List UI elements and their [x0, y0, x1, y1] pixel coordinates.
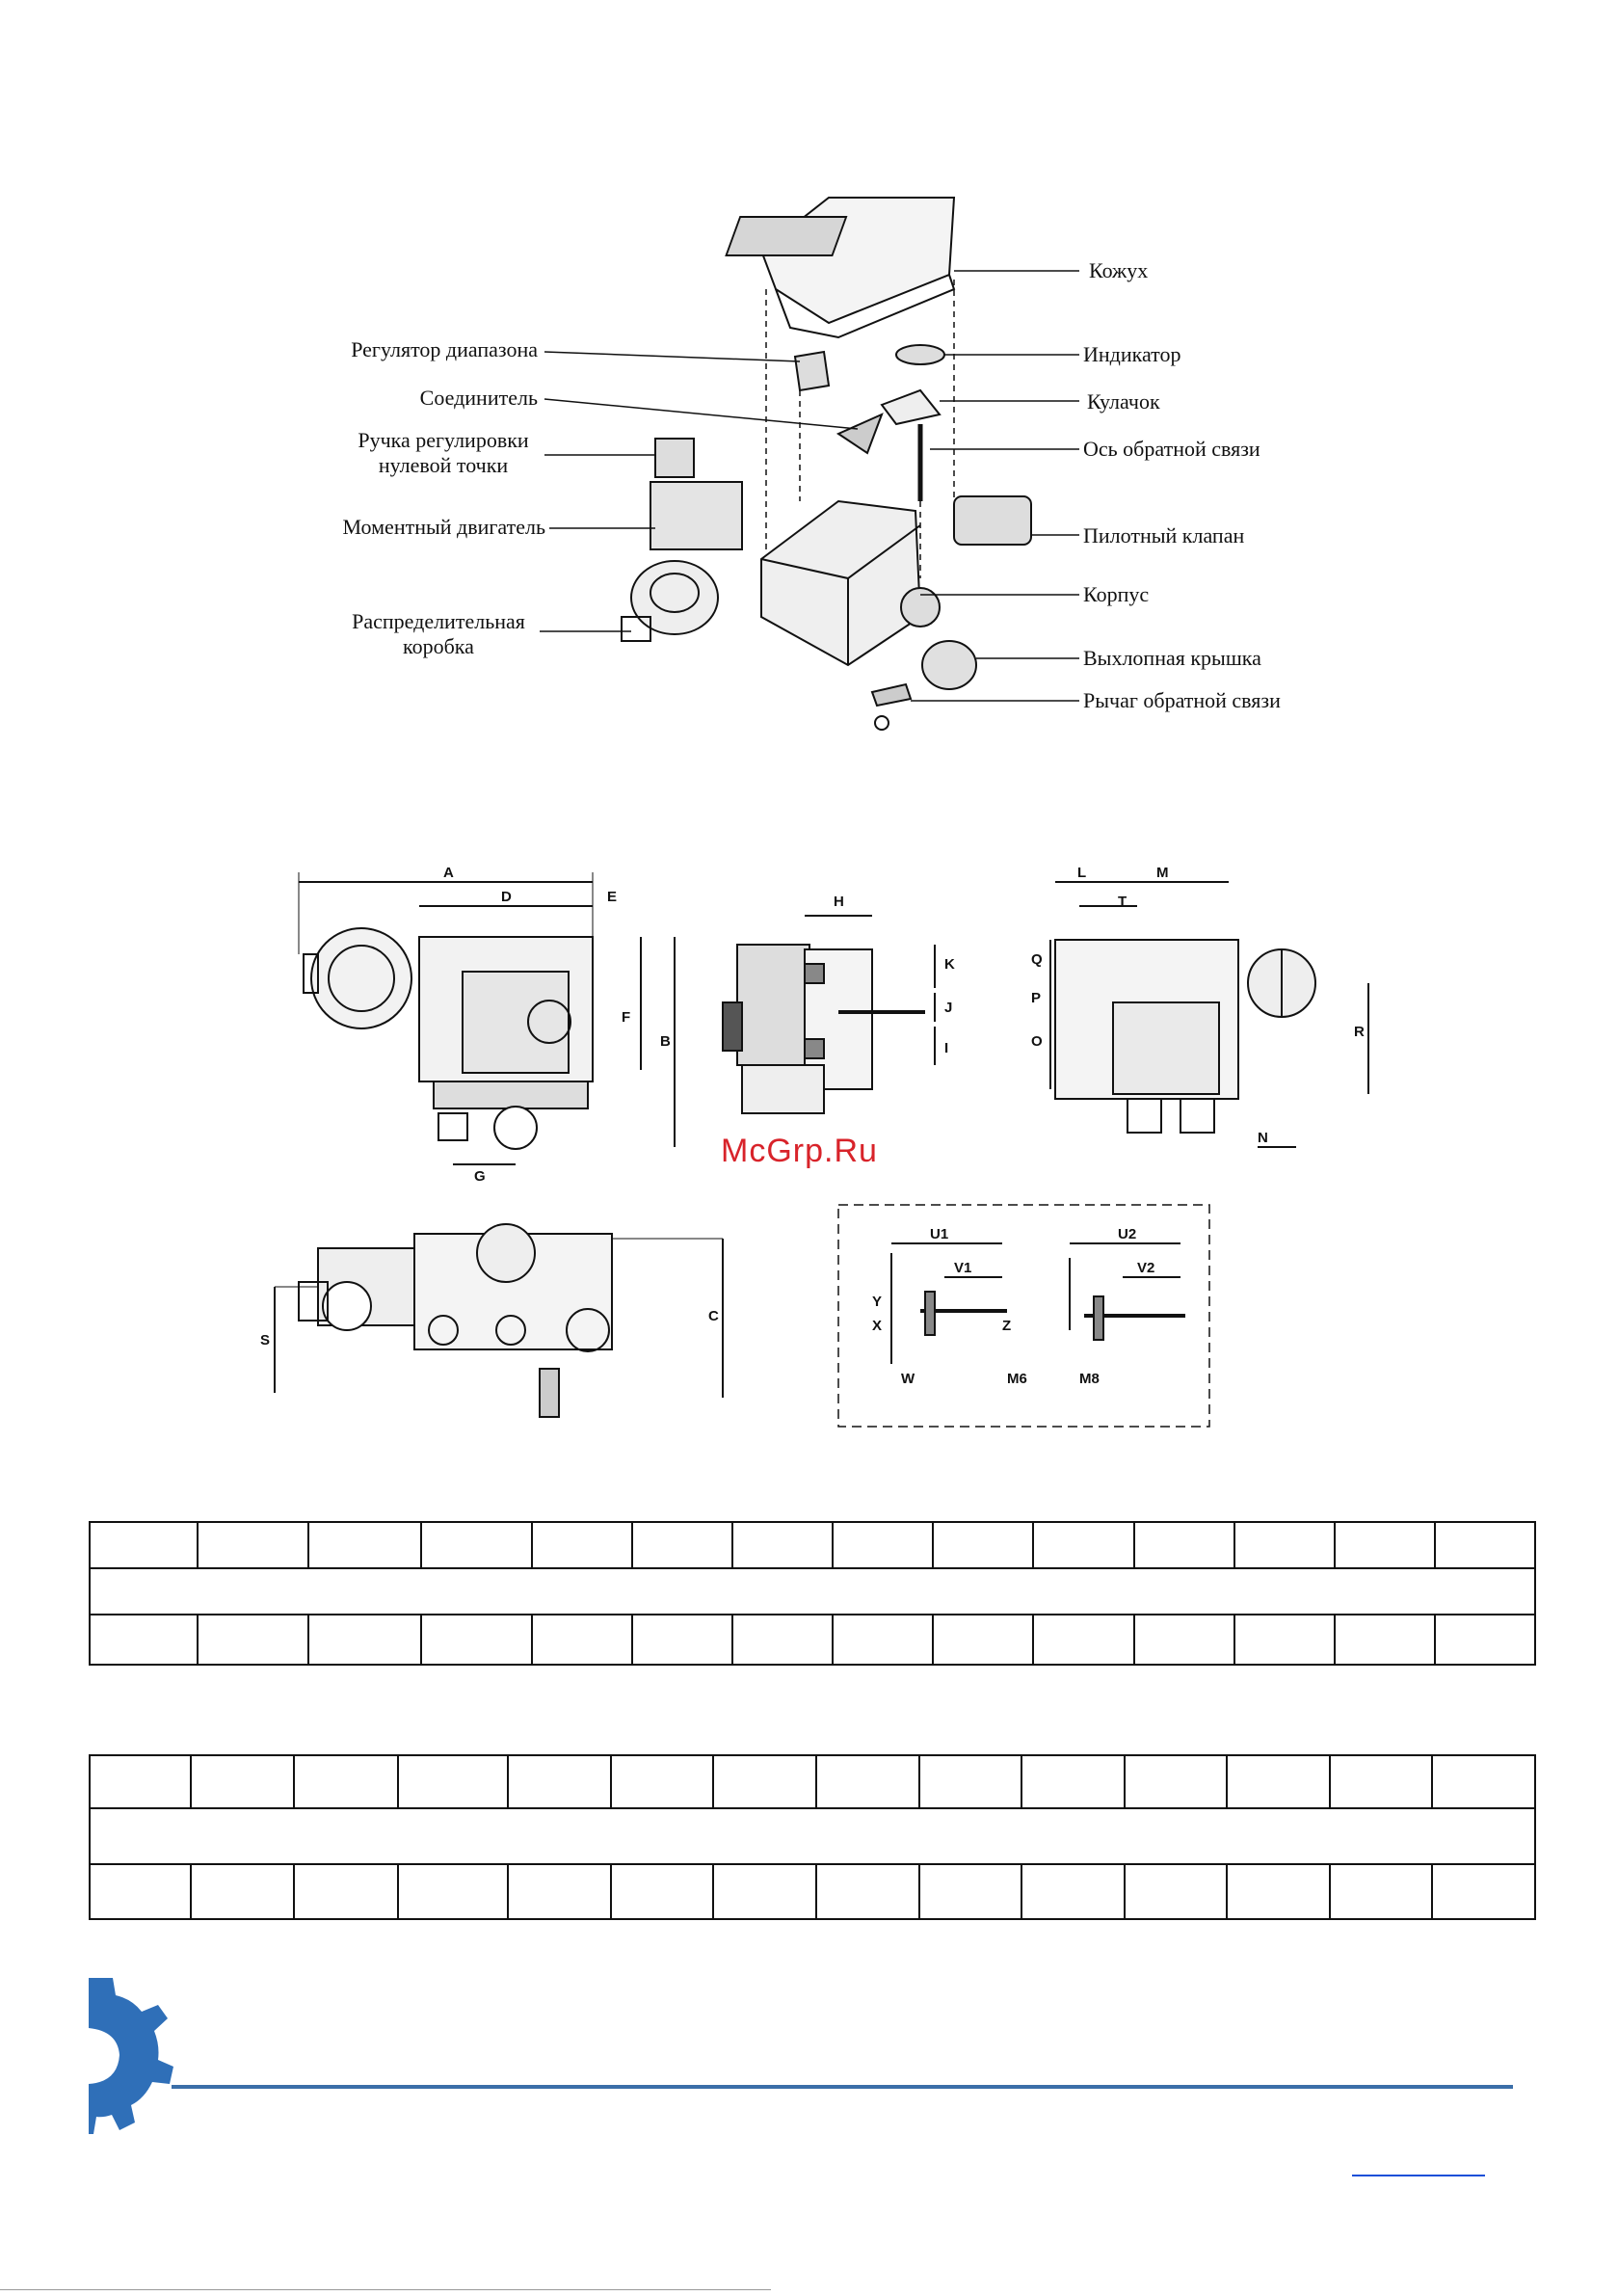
callout-indicator: Индикатор: [1083, 342, 1181, 366]
callout-cam: Кулачок: [1087, 389, 1160, 414]
watermark: McGrp.Ru: [721, 1133, 878, 1169]
table-row: [89, 1863, 1536, 1920]
callout-body: Корпус: [1083, 582, 1150, 606]
dim-label-G: G: [474, 1168, 486, 1185]
footer-link-underline[interactable]: [1352, 2175, 1485, 2176]
dim-label-M6: M6: [1007, 1371, 1027, 1387]
dim-label-V1: V1: [954, 1260, 971, 1276]
dim-label-O: O: [1031, 1033, 1043, 1050]
callout-zero-knob: Ручка регулировки нулевой точки: [358, 428, 529, 477]
dim-label-V2: V2: [1137, 1260, 1154, 1276]
table-row: [89, 1567, 1536, 1615]
gear-logo-icon: [89, 1978, 173, 2134]
dim-label-S: S: [260, 1332, 270, 1348]
dim-label-N: N: [1258, 1130, 1268, 1146]
dim-label-U1: U1: [930, 1226, 948, 1242]
dim-label-Y: Y: [872, 1294, 882, 1310]
dim-label-P: P: [1031, 990, 1041, 1006]
callout-exhaust-cap: Выхлопная крышка: [1083, 646, 1261, 670]
dimension-table-1: [88, 1521, 1537, 1666]
dim-label-M8: M8: [1079, 1371, 1100, 1387]
dim-label-U2: U2: [1118, 1226, 1136, 1242]
table-row: [88, 1614, 1537, 1666]
dim-label-R: R: [1354, 1024, 1365, 1040]
dim-label-M: M: [1156, 865, 1169, 881]
dim-label-X: X: [872, 1318, 882, 1334]
dim-label-I: I: [944, 1040, 948, 1056]
dim-label-L: L: [1077, 865, 1086, 881]
callout-pilot-valve: Пилотный клапан: [1083, 523, 1245, 547]
shaft-detail: [837, 1204, 1210, 1428]
dim-label-T: T: [1118, 894, 1127, 910]
callout-cover: Кожух: [1089, 258, 1149, 282]
rear-view: [1049, 881, 1369, 1148]
table-row: [88, 1521, 1537, 1569]
callout-feedback-lever: Рычаг обратной связи: [1083, 688, 1281, 712]
dim-label-Z: Z: [1002, 1318, 1011, 1334]
callout-junction-box: Распределительная коробка: [352, 609, 525, 658]
callout-torque-motor: Моментный двигатель: [342, 515, 545, 539]
dim-label-C: C: [708, 1308, 719, 1324]
dim-label-D: D: [501, 889, 512, 905]
table-row: [89, 1754, 1536, 1809]
dim-label-W: W: [901, 1371, 915, 1387]
dim-label-H: H: [834, 894, 844, 910]
bottom-view: [274, 1223, 724, 1418]
callout-range-regulator: Регулятор диапазона: [351, 337, 538, 361]
side-view: [722, 915, 936, 1114]
front-view: [298, 872, 676, 1165]
footer-divider: [172, 2085, 1513, 2089]
table-row: [89, 1807, 1536, 1865]
dim-label-B: B: [660, 1033, 671, 1050]
dimension-table-2: [89, 1754, 1536, 1920]
dim-label-E: E: [607, 889, 617, 905]
dim-label-J: J: [944, 1000, 952, 1016]
callout-connector: Соединитель: [419, 386, 538, 410]
dim-label-Q: Q: [1031, 951, 1043, 968]
page-edge-line: [0, 2289, 771, 2290]
dim-label-K: K: [944, 956, 955, 973]
callout-feedback-shaft: Ось обратной связи: [1083, 437, 1260, 461]
exploded-view-drawing: [540, 197, 1079, 731]
dim-label-F: F: [622, 1009, 630, 1026]
dimension-drawings: A D E F B G H K J I L M T Q P O R N S C …: [260, 865, 1369, 1428]
dim-label-A: A: [443, 865, 454, 881]
